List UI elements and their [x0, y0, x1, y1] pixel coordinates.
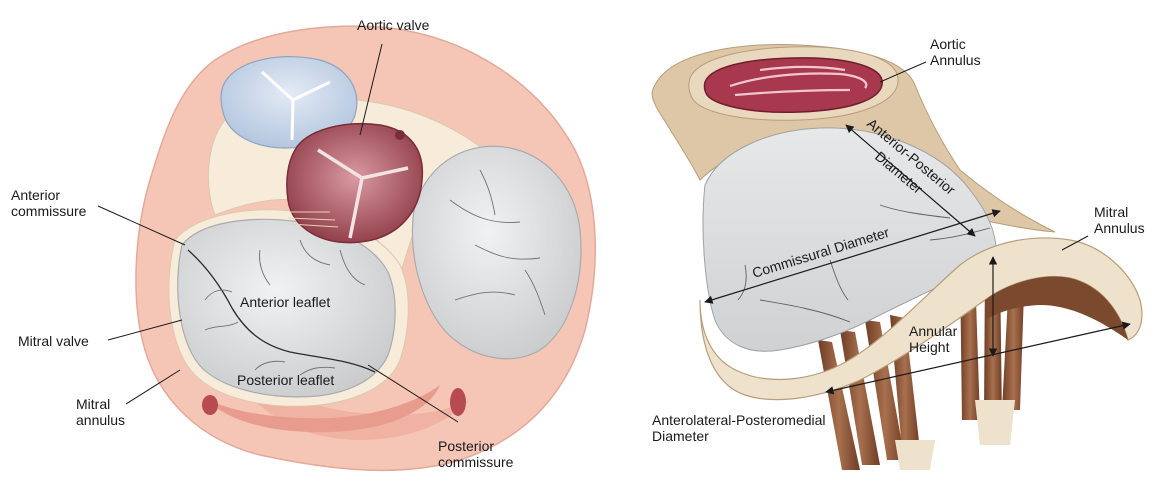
- label-mitral-annulus-left-line1: Mitral: [76, 396, 125, 412]
- label-annular-height-line1: Annular: [909, 323, 957, 339]
- label-posterior-commissure-line2: commissure: [438, 454, 513, 470]
- label-anterior-commissure: Anterior commissure: [11, 187, 86, 219]
- aortic-ostium: [395, 130, 405, 140]
- label-anterior-commissure-line1: Anterior: [11, 187, 86, 203]
- label-mitral-valve: Mitral valve: [18, 333, 89, 349]
- label-mitral-annulus-right-line1: Mitral: [1094, 204, 1145, 220]
- label-alpm-diameter-line1: Anterolateral-Posteromedial: [652, 412, 826, 428]
- label-aortic-valve: Aortic valve: [357, 17, 429, 33]
- label-annular-height: Annular Height: [909, 323, 957, 355]
- label-posterior-leaflet: Posterior leaflet: [237, 372, 334, 388]
- label-aortic-annulus-line1: Aortic: [930, 36, 981, 52]
- label-aortic-valve-text: Aortic valve: [357, 17, 429, 33]
- lower-fold-right-end: [450, 388, 466, 416]
- lower-fold-left-end: [202, 395, 218, 415]
- label-mitral-annulus-right: Mitral Annulus: [1094, 204, 1145, 236]
- label-anterior-commissure-line2: commissure: [11, 203, 86, 219]
- label-mitral-valve-text: Mitral valve: [18, 333, 89, 349]
- label-anterior-leaflet-text: Anterior leaflet: [240, 294, 330, 310]
- left-valve-illustration: [136, 26, 595, 470]
- label-aortic-annulus-line2: Annulus: [930, 52, 981, 68]
- label-mitral-annulus-left: Mitral annulus: [76, 396, 125, 428]
- label-posterior-commissure-line1: Posterior: [438, 438, 513, 454]
- label-anterior-leaflet: Anterior leaflet: [240, 294, 330, 310]
- label-posterior-leaflet-text: Posterior leaflet: [237, 372, 334, 388]
- label-alpm-diameter-line2: Diameter: [652, 428, 826, 444]
- label-annular-height-line2: Height: [909, 339, 957, 355]
- label-mitral-annulus-right-line2: Annulus: [1094, 220, 1145, 236]
- label-aortic-annulus: Aortic Annulus: [930, 36, 981, 68]
- label-mitral-annulus-left-line2: annulus: [76, 412, 125, 428]
- label-posterior-commissure: Posterior commissure: [438, 438, 513, 470]
- right-valve-illustration: [652, 45, 1142, 470]
- label-alpm-diameter: Anterolateral-Posteromedial Diameter: [652, 412, 826, 444]
